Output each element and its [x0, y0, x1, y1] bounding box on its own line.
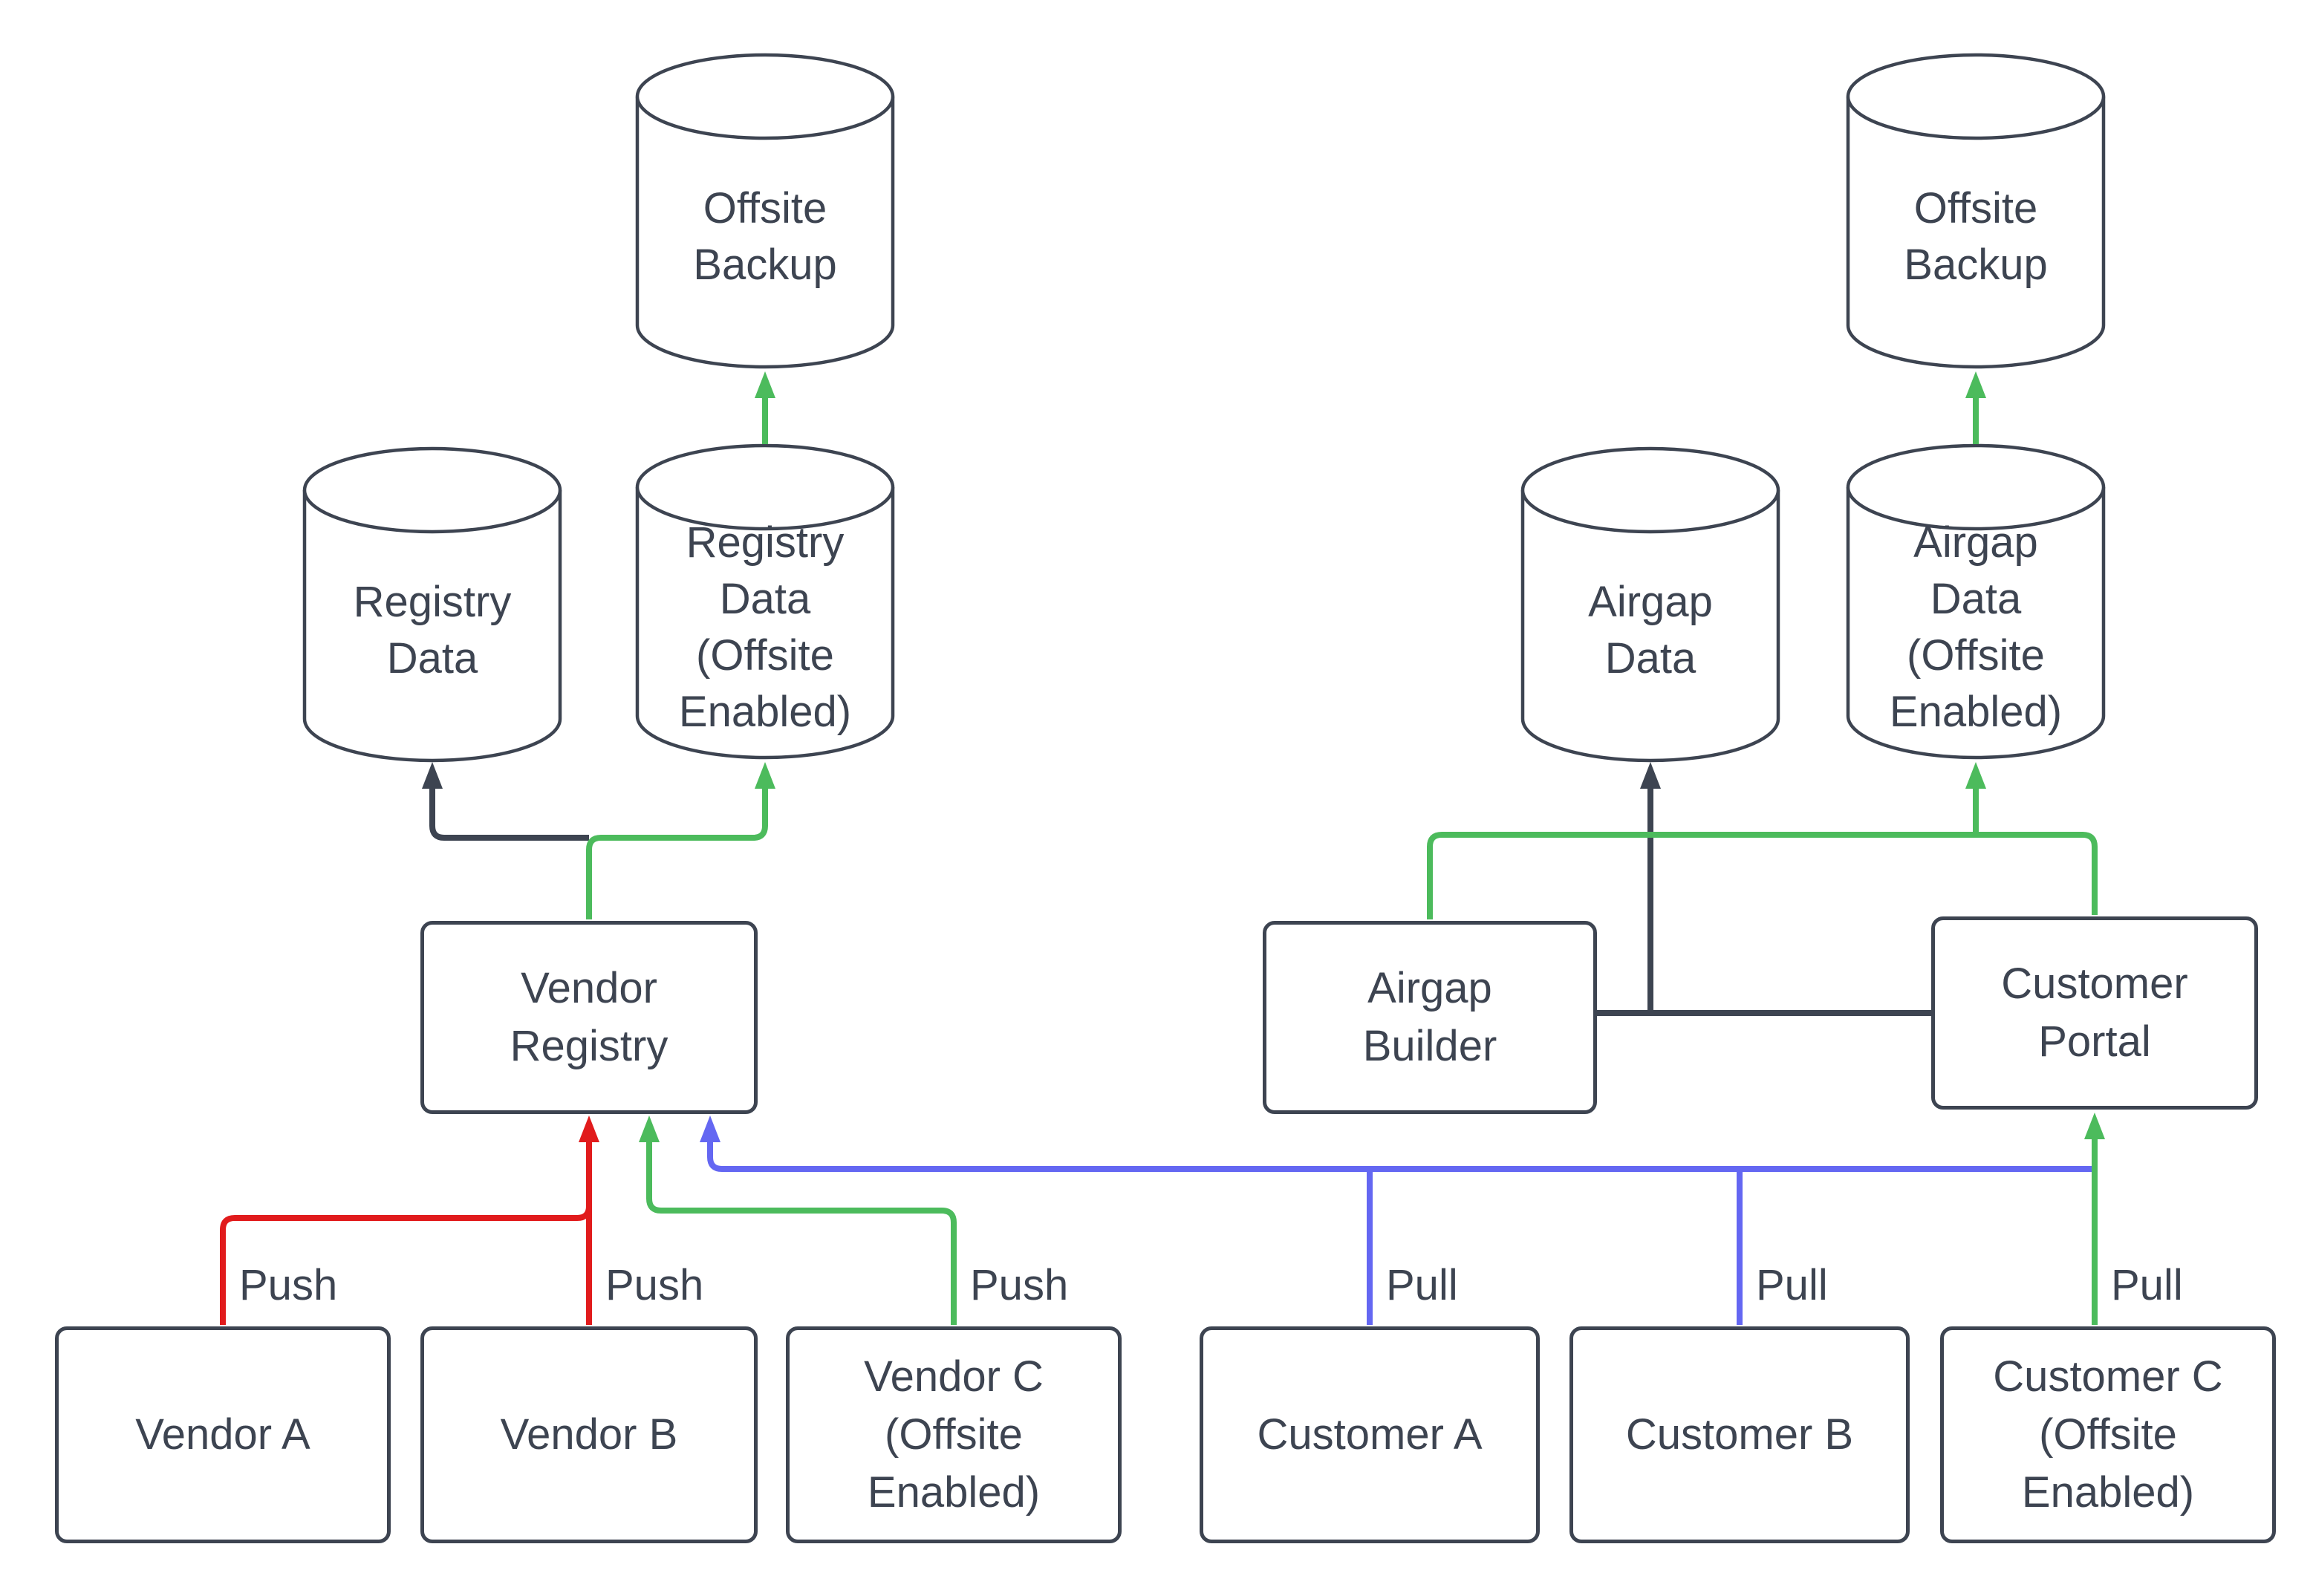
vendor-a-node: Vendor A	[55, 1326, 391, 1543]
edge-customers-pull-to-vendor-registry	[700, 1115, 2095, 1172]
pull-label-customer-b: Pull	[1756, 1261, 1828, 1309]
airgap-data-offsite-cylinder	[1846, 443, 2106, 760]
customer-a-node: Customer A	[1200, 1326, 1540, 1543]
vendor-b-node: Vendor B	[420, 1326, 758, 1543]
offsite-backup-left-cylinder	[635, 53, 895, 369]
registry-data-cylinder	[302, 446, 562, 763]
pull-label-customer-c: Pull	[2111, 1261, 2183, 1309]
customer-b-node: Customer B	[1569, 1326, 1910, 1543]
push-label-vendor-b: Push	[605, 1261, 704, 1309]
vendor-c-node: Vendor C (Offsite Enabled)	[786, 1326, 1122, 1543]
push-label-vendor-a: Push	[239, 1261, 338, 1309]
edge-vendor-registry-to-registry-data	[422, 762, 589, 841]
airgap-data-cylinder	[1520, 446, 1780, 763]
push-label-vendor-c: Push	[970, 1261, 1069, 1309]
edge-vendor-registry-to-registry-data-offsite	[586, 762, 775, 919]
pull-label-customer-a: Pull	[1386, 1261, 1458, 1309]
vendor-registry-node: Vendor Registry	[420, 921, 758, 1114]
offsite-backup-right-cylinder	[1846, 53, 2106, 369]
edge-green-bus-right	[1427, 832, 2098, 919]
customer-c-node: Customer C (Offsite Enabled)	[1940, 1326, 2276, 1543]
edge-vendor-c-push	[639, 1115, 957, 1325]
airgap-builder-node: Airgap Builder	[1263, 921, 1597, 1114]
registry-data-offsite-cylinder	[635, 443, 895, 760]
customer-portal-node: Customer Portal	[1931, 916, 2258, 1110]
